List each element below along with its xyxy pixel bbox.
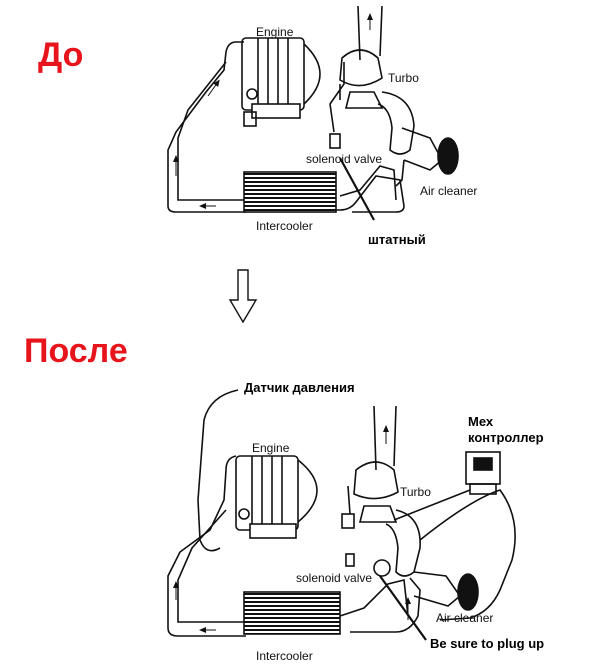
heading-after: После	[24, 332, 128, 370]
intercooler-before	[243, 171, 337, 213]
diagram-after	[167, 389, 516, 641]
label-air-cleaner-after: Air cleaner	[436, 611, 493, 625]
label-stock: штатный	[368, 232, 426, 247]
intercooler-after	[243, 591, 341, 635]
heading-before: До	[38, 36, 83, 74]
label-turbo-before: Turbo	[388, 71, 419, 85]
pipe-loop-inner-before	[177, 61, 397, 201]
pipe-loop-before	[167, 41, 405, 213]
label-engine-after: Engine	[252, 441, 290, 455]
label-air-cleaner-before: Air cleaner	[420, 184, 477, 198]
diagram-before	[167, 5, 459, 221]
sensor-hose	[197, 389, 239, 552]
label-intercooler-before: Intercooler	[256, 219, 313, 233]
label-engine-before: Engine	[256, 25, 294, 39]
label-pressure-sensor: Датчик давления	[244, 380, 355, 395]
label-turbo-after: Turbo	[400, 485, 431, 499]
turbo-pipe-after	[373, 405, 397, 471]
turbo-before	[339, 49, 384, 109]
solenoid-before	[329, 133, 341, 149]
label-controller-line1: Мех	[468, 414, 494, 429]
turbo-after	[353, 461, 399, 523]
air-cleaner-after	[413, 571, 462, 607]
pipe-loop-after	[167, 455, 421, 637]
solenoid-after	[345, 553, 355, 567]
label-intercooler-after: Intercooler	[256, 649, 313, 663]
label-solenoid-before: solenoid valve	[306, 152, 382, 166]
air-cleaner-before	[401, 127, 444, 171]
plug-point	[373, 559, 391, 577]
transition-arrow-icon	[228, 269, 258, 324]
label-plug-up: Be sure to plug up	[430, 636, 544, 651]
label-controller-line2: контроллер	[468, 430, 544, 445]
turbo-pipe-before	[357, 5, 383, 61]
pipe-loop-inner-after	[177, 509, 409, 623]
label-solenoid-after: solenoid valve	[296, 571, 372, 585]
